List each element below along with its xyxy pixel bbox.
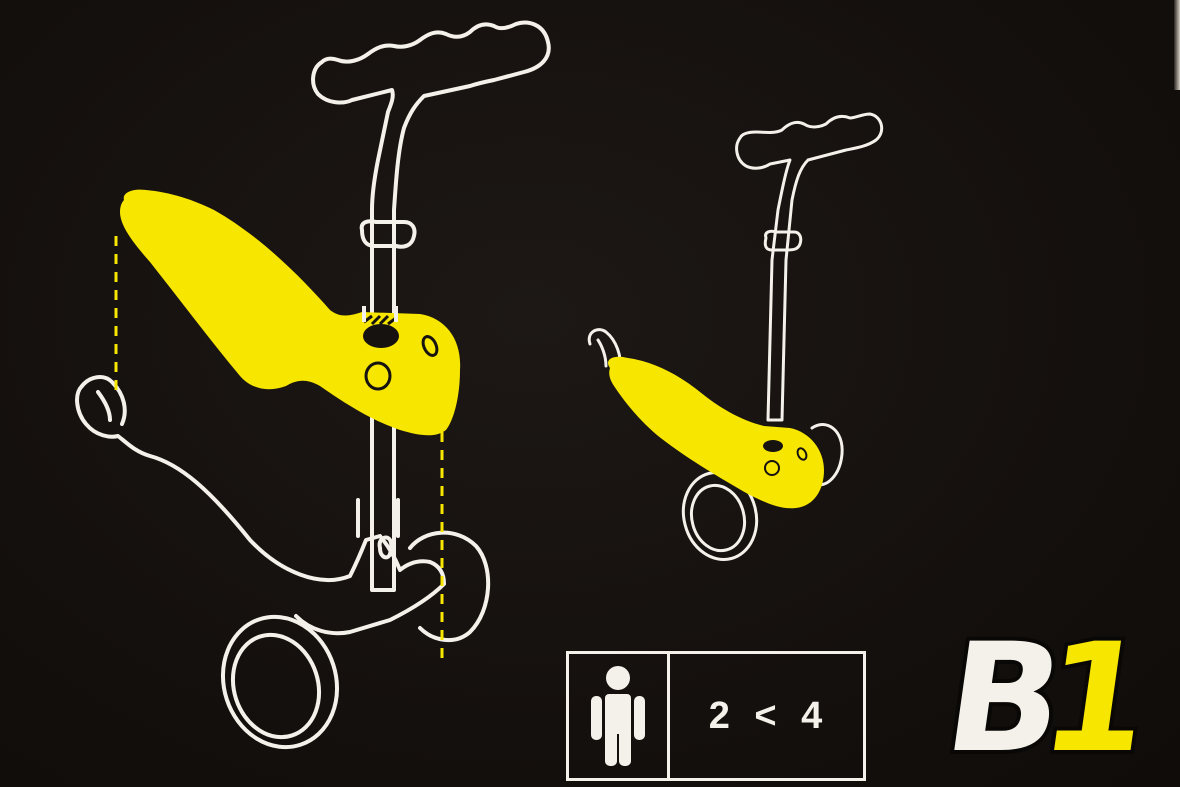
small-front-wheel-right — [810, 422, 844, 487]
large-seat-piece — [120, 189, 461, 436]
alignment-lines — [114, 236, 444, 666]
large-clamp — [359, 219, 417, 249]
age-range-text: 2 < 4 — [708, 694, 825, 737]
small-clamp — [763, 229, 803, 252]
logo-number: 1 — [1031, 611, 1145, 780]
b1-logo: B 1 — [935, 607, 1145, 780]
logo-letter: B — [935, 611, 1074, 780]
large-handlebar — [311, 20, 551, 592]
small-scooter — [587, 112, 884, 562]
small-front-wheel-left-inner — [689, 483, 747, 553]
age-badge: 2 < 4 — [566, 651, 866, 781]
large-scooter — [75, 20, 551, 750]
small-handlebar — [735, 112, 884, 422]
large-rear-wheel-inner — [230, 632, 322, 740]
age-badge-icon-cell — [569, 654, 670, 778]
large-rear-wheel-outer — [220, 614, 340, 750]
small-deck — [608, 356, 824, 509]
large-stem-lower — [356, 498, 400, 538]
large-base-front — [80, 375, 127, 426]
small-front-wheel-left-outer — [681, 470, 759, 562]
large-front-wheel — [408, 530, 491, 643]
large-base-deck — [75, 384, 446, 636]
person-icon — [591, 666, 645, 766]
box-edge — [1174, 0, 1180, 90]
large-base-boss — [377, 535, 394, 560]
